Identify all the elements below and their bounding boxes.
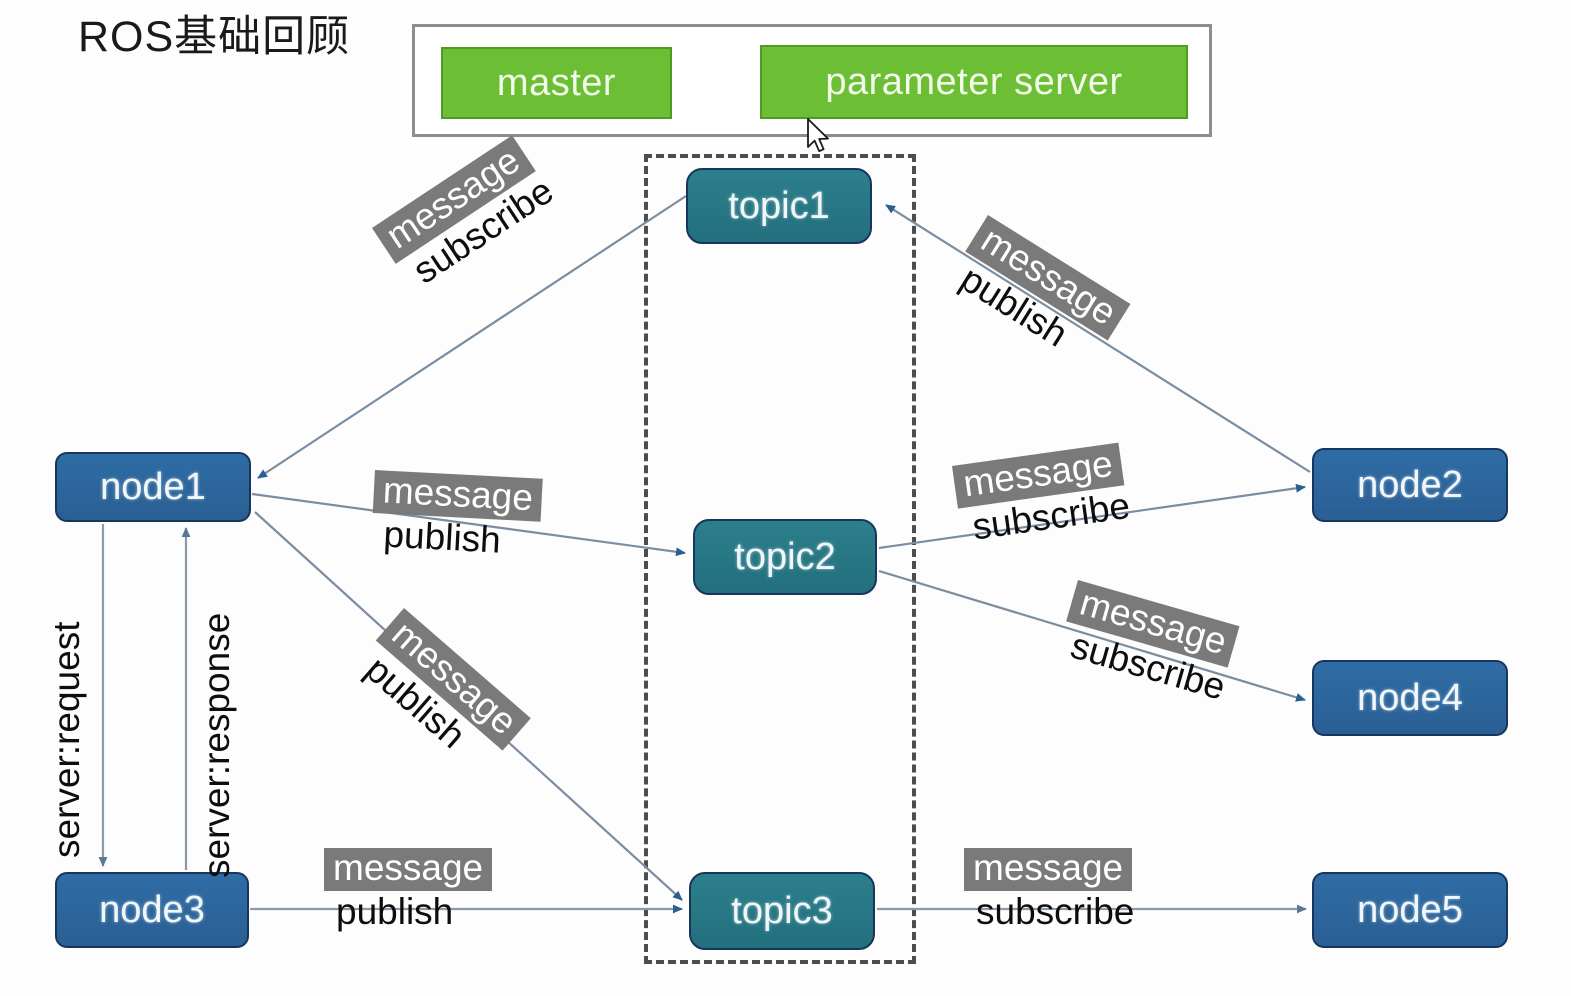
mouse-pointer-icon (807, 118, 829, 153)
edge-label-node1-topic3: message publish (349, 608, 531, 781)
edge-label-topic2-node4: message subscribe (1055, 580, 1242, 708)
edge-label-node1-topic2: message publish (371, 469, 543, 562)
service-label-response: server:response (196, 612, 237, 878)
node-box-node2[interactable]: node2 (1312, 448, 1508, 522)
topic-box-topic2[interactable]: topic2 (693, 519, 877, 595)
node-box-node5[interactable]: node5 (1312, 872, 1508, 948)
edge-label-action: subscribe (976, 890, 1135, 932)
edge-label-node3-topic3: message publish (324, 848, 493, 932)
node-box-node4[interactable]: node4 (1312, 660, 1508, 736)
service-label-request: server:request (46, 621, 87, 859)
master-box[interactable]: master (441, 47, 672, 119)
edge-label-message: message (324, 848, 493, 891)
topic-box-topic1[interactable]: topic1 (686, 168, 872, 244)
edge-label-topic2-node2: message subscribe (952, 442, 1132, 549)
edge-label-message: message (964, 848, 1133, 891)
master-panel: master parameter server (412, 24, 1212, 137)
page-title: ROS基础回顾 (78, 13, 351, 61)
edge-label-topic3-node5: message subscribe (964, 848, 1134, 932)
edge-label-topic1-node1: message subscribe (372, 134, 560, 298)
topic-box-topic3[interactable]: topic3 (689, 872, 875, 950)
edge-label-action: publish (336, 890, 454, 932)
node-box-node3[interactable]: node3 (55, 872, 249, 948)
parameter-server-box[interactable]: parameter server (760, 45, 1188, 119)
node-box-node1[interactable]: node1 (55, 452, 251, 522)
edge-label-node2-topic1: message publish (944, 215, 1131, 375)
edge-label-action: publish (382, 513, 502, 561)
